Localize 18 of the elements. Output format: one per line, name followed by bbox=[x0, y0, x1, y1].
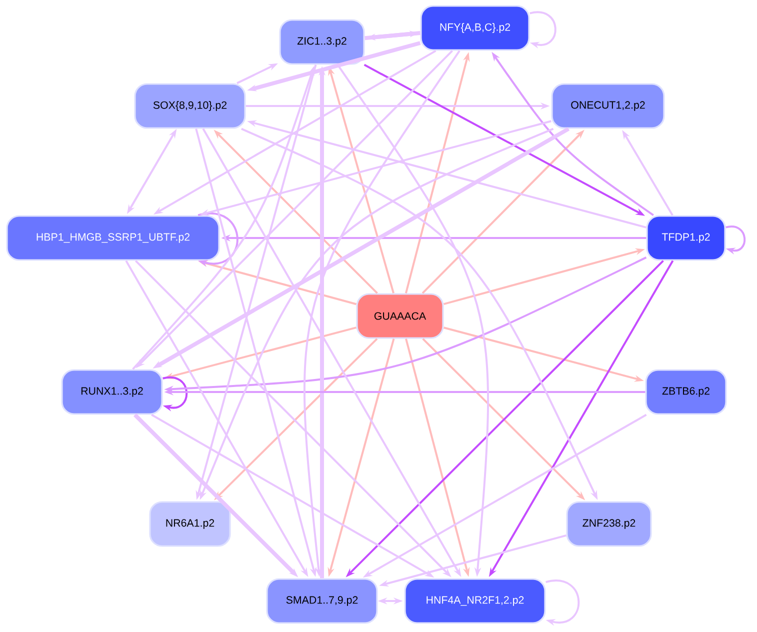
node-box: TFDP1.p2 bbox=[646, 215, 726, 261]
node-box: ZIC1..3.p2 bbox=[279, 19, 365, 65]
node-box: NR6A1.p2 bbox=[149, 501, 231, 547]
arrow bbox=[726, 226, 746, 254]
arrow bbox=[530, 11, 556, 48]
node-box: HBP1_HMGB_SSRP1_UBTF.p2 bbox=[6, 215, 220, 261]
node-box: ONECUT1,2.p2 bbox=[551, 83, 665, 129]
node-box: SMAD1..7,9.p2 bbox=[266, 578, 378, 624]
node-box: NFY{A,B,C}.p2 bbox=[420, 5, 530, 51]
node-box: GUAAACA bbox=[356, 293, 444, 339]
node-box: ZNF238.p2 bbox=[566, 501, 652, 547]
node-box: RUNX1..3.p2 bbox=[61, 369, 163, 415]
node-box: SOX{8,9,10}.p2 bbox=[134, 83, 246, 129]
arrow bbox=[546, 580, 580, 626]
arrow bbox=[162, 376, 188, 412]
arrow bbox=[198, 212, 238, 267]
node-box: HNF4A_NR2F1,2.p2 bbox=[404, 578, 546, 624]
node-box: ZBTB6.p2 bbox=[645, 369, 727, 415]
